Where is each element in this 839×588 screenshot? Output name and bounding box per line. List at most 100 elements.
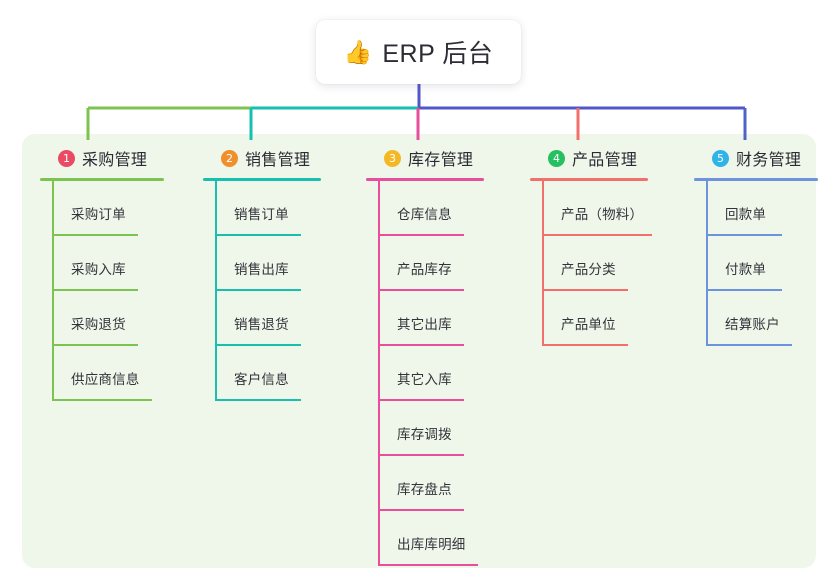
root-node-title: ERP 后台 [382, 40, 494, 68]
column-header[interactable]: 2 销售管理 [203, 146, 321, 170]
leaf-label: 产品分类 [561, 262, 616, 277]
column-spine [52, 181, 54, 401]
leaf-rule [542, 344, 628, 346]
leaf-rule [706, 344, 792, 346]
leaf-node[interactable]: 销售退货 [203, 291, 321, 346]
column-spine [542, 181, 544, 346]
leaf-rule [52, 344, 138, 346]
column-items: 采购订单采购入库采购退货供应商信息 [40, 181, 164, 401]
root-node-content: 👍 ERP 后台 [344, 34, 494, 70]
column-title: 库存管理 [408, 152, 474, 169]
column-header-rule [530, 178, 648, 181]
column-title: 销售管理 [245, 152, 311, 169]
leaf-node[interactable]: 出库库明细 [366, 511, 484, 566]
leaf-rule [52, 234, 138, 236]
leaf-node[interactable]: 库存调拨 [366, 401, 484, 456]
column-title: 财务管理 [736, 152, 802, 169]
leaf-node[interactable]: 产品（物料） [530, 181, 652, 236]
leaf-rule [215, 399, 301, 401]
column-title: 采购管理 [82, 152, 148, 169]
leaf-node[interactable]: 其它出库 [366, 291, 484, 346]
leaf-rule [378, 564, 478, 566]
leaf-label: 仓库信息 [397, 207, 452, 222]
leaf-label: 采购入库 [71, 262, 126, 277]
column-财务管理: 5 财务管理回款单付款单结算账户 [694, 146, 818, 346]
leaf-node[interactable]: 采购退货 [40, 291, 164, 346]
column-spine [378, 181, 380, 566]
column-number-badge: 2 [221, 149, 238, 167]
column-items: 回款单付款单结算账户 [694, 181, 818, 346]
leaf-label: 库存调拨 [397, 427, 452, 442]
column-number-badge: 3 [384, 149, 401, 167]
leaf-node[interactable]: 回款单 [694, 181, 818, 236]
leaf-label: 产品单位 [561, 317, 616, 332]
leaf-node[interactable]: 客户信息 [203, 346, 321, 401]
leaf-label: 结算账户 [725, 317, 780, 332]
leaf-rule [378, 509, 464, 511]
leaf-label: 其它出库 [397, 317, 452, 332]
leaf-node[interactable]: 其它入库 [366, 346, 484, 401]
thumbs-up-icon: 👍 [343, 38, 373, 65]
column-header[interactable]: 5 财务管理 [694, 146, 818, 170]
column-spine [215, 181, 217, 401]
leaf-rule [378, 344, 464, 346]
leaf-node[interactable]: 库存盘点 [366, 456, 484, 511]
leaf-node[interactable]: 结算账户 [694, 291, 818, 346]
root-node-card[interactable]: 👍 ERP 后台 [316, 20, 521, 84]
leaf-label: 付款单 [725, 262, 767, 277]
column-spine [706, 181, 708, 346]
leaf-node[interactable]: 供应商信息 [40, 346, 164, 401]
leaf-rule [215, 344, 301, 346]
leaf-rule [378, 289, 464, 291]
leaf-rule [378, 234, 464, 236]
leaf-node[interactable]: 产品单位 [530, 291, 648, 346]
column-items: 销售订单销售出库销售退货客户信息 [203, 181, 321, 401]
column-库存管理: 3 库存管理仓库信息产品库存其它出库其它入库库存调拨库存盘点出库库明细 [366, 146, 484, 566]
column-header[interactable]: 3 库存管理 [366, 146, 484, 170]
leaf-node[interactable]: 付款单 [694, 236, 818, 291]
leaf-label: 销售订单 [234, 207, 289, 222]
leaf-rule [542, 234, 652, 236]
leaf-rule [378, 454, 464, 456]
leaf-label: 供应商信息 [71, 372, 140, 387]
leaf-label: 销售退货 [234, 317, 289, 332]
column-header-rule [694, 178, 818, 181]
leaf-label: 库存盘点 [397, 482, 452, 497]
leaf-node[interactable]: 销售出库 [203, 236, 321, 291]
leaf-label: 其它入库 [397, 372, 452, 387]
column-items: 仓库信息产品库存其它出库其它入库库存调拨库存盘点出库库明细 [366, 181, 484, 566]
leaf-node[interactable]: 采购订单 [40, 181, 164, 236]
leaf-label: 产品库存 [397, 262, 452, 277]
leaf-label: 采购退货 [71, 317, 126, 332]
column-items: 产品（物料） 产品分类产品单位 [530, 181, 652, 346]
leaf-rule [215, 289, 301, 291]
leaf-label: 采购订单 [71, 207, 126, 222]
leaf-rule [52, 399, 152, 401]
diagram-panel [22, 134, 816, 568]
leaf-rule [542, 289, 628, 291]
leaf-label: 销售出库 [234, 262, 289, 277]
leaf-rule [706, 234, 782, 236]
column-number-badge: 5 [712, 149, 729, 167]
column-header-rule [366, 178, 484, 181]
column-number-badge: 4 [548, 149, 565, 167]
leaf-label: 出库库明细 [397, 537, 466, 552]
leaf-rule [215, 234, 301, 236]
leaf-label: 回款单 [725, 207, 767, 222]
column-销售管理: 2 销售管理销售订单销售出库销售退货客户信息 [203, 146, 321, 401]
leaf-node[interactable]: 仓库信息 [366, 181, 484, 236]
leaf-rule [706, 289, 782, 291]
leaf-node[interactable]: 产品分类 [530, 236, 648, 291]
leaf-node[interactable]: 销售订单 [203, 181, 321, 236]
leaf-rule [52, 289, 138, 291]
column-header-rule [203, 178, 321, 181]
leaf-node[interactable]: 产品库存 [366, 236, 484, 291]
column-header-rule [40, 178, 164, 181]
leaf-label: 产品（物料） [561, 207, 644, 222]
leaf-node[interactable]: 采购入库 [40, 236, 164, 291]
